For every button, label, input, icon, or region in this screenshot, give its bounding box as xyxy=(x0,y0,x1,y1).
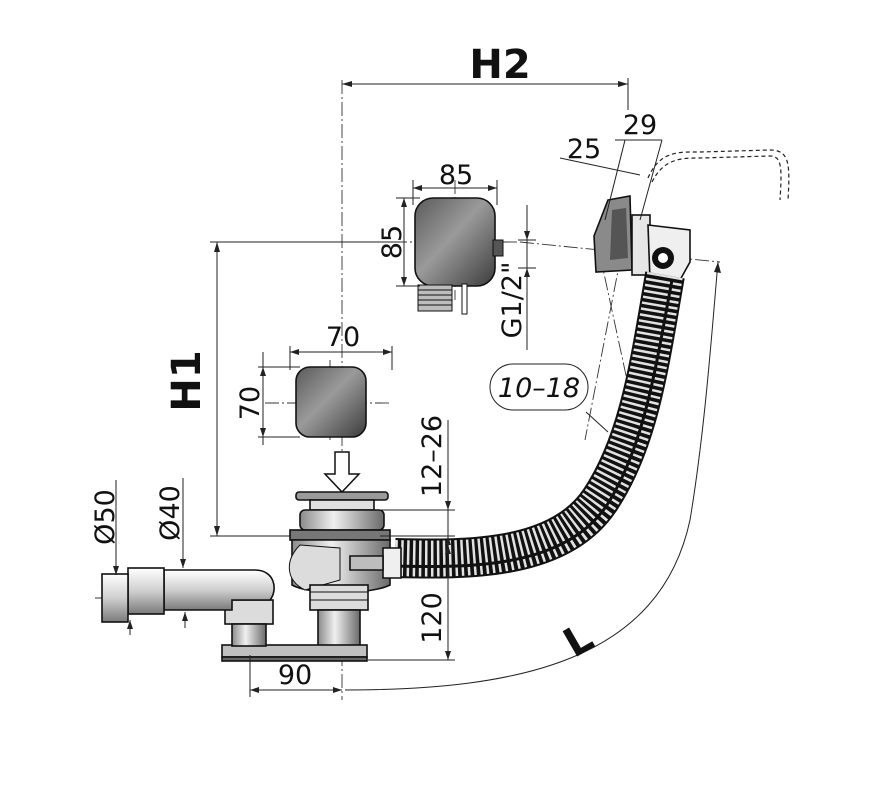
offset-29-dim: 29 xyxy=(604,110,663,221)
adjust-range-dim: 12–26 xyxy=(380,415,455,545)
l-label: L xyxy=(556,614,601,667)
d50-dim: Ø50 xyxy=(90,480,133,635)
h1-label: H1 xyxy=(164,350,210,411)
cap-width-label: 70 xyxy=(326,322,360,353)
overflow-height-label: 85 xyxy=(377,225,408,259)
h1-dimension: H1 xyxy=(164,241,400,537)
outlet-pipe xyxy=(101,567,275,623)
down-arrow-icon xyxy=(323,451,361,494)
width-90-label: 90 xyxy=(278,660,312,691)
h2-label: H2 xyxy=(469,42,530,88)
flexible-hose xyxy=(349,271,685,579)
wall-range-label: 10–18 xyxy=(498,373,580,404)
overflow-thread xyxy=(417,284,453,312)
width-90-dim: 90 xyxy=(249,655,342,697)
height-120-dim: 120 xyxy=(368,545,455,661)
height-120-label: 120 xyxy=(417,592,448,644)
offset-29-label: 29 xyxy=(623,110,657,141)
drain-assembly xyxy=(221,491,391,662)
offset-25-label: 25 xyxy=(567,134,601,165)
overflow-height-dim: 85 xyxy=(377,197,420,287)
drain-cap-top-view xyxy=(295,366,367,438)
thread-label: G1/2" xyxy=(497,262,528,339)
offset-25-dim: 25 xyxy=(559,134,641,176)
chain-pipe xyxy=(647,149,790,201)
d40-label: Ø40 xyxy=(155,485,186,541)
adjust-range-label: 12–26 xyxy=(417,415,448,497)
overflow-rosette xyxy=(414,197,504,315)
cap-height-dim: 70 xyxy=(235,352,300,445)
cap-width-dim: 70 xyxy=(289,322,393,370)
wall-range-dim: 10–18 xyxy=(489,363,609,433)
thread-dim: G1/2" xyxy=(497,205,536,350)
cap-height-label: 70 xyxy=(235,386,266,420)
overflow-width-label: 85 xyxy=(439,160,473,191)
d50-label: Ø50 xyxy=(90,489,121,545)
overflow-width-dim: 85 xyxy=(412,160,498,205)
h2-dimension: H2 xyxy=(342,42,629,110)
overflow-body-side xyxy=(593,195,691,281)
d40-dim: Ø40 xyxy=(155,478,188,628)
